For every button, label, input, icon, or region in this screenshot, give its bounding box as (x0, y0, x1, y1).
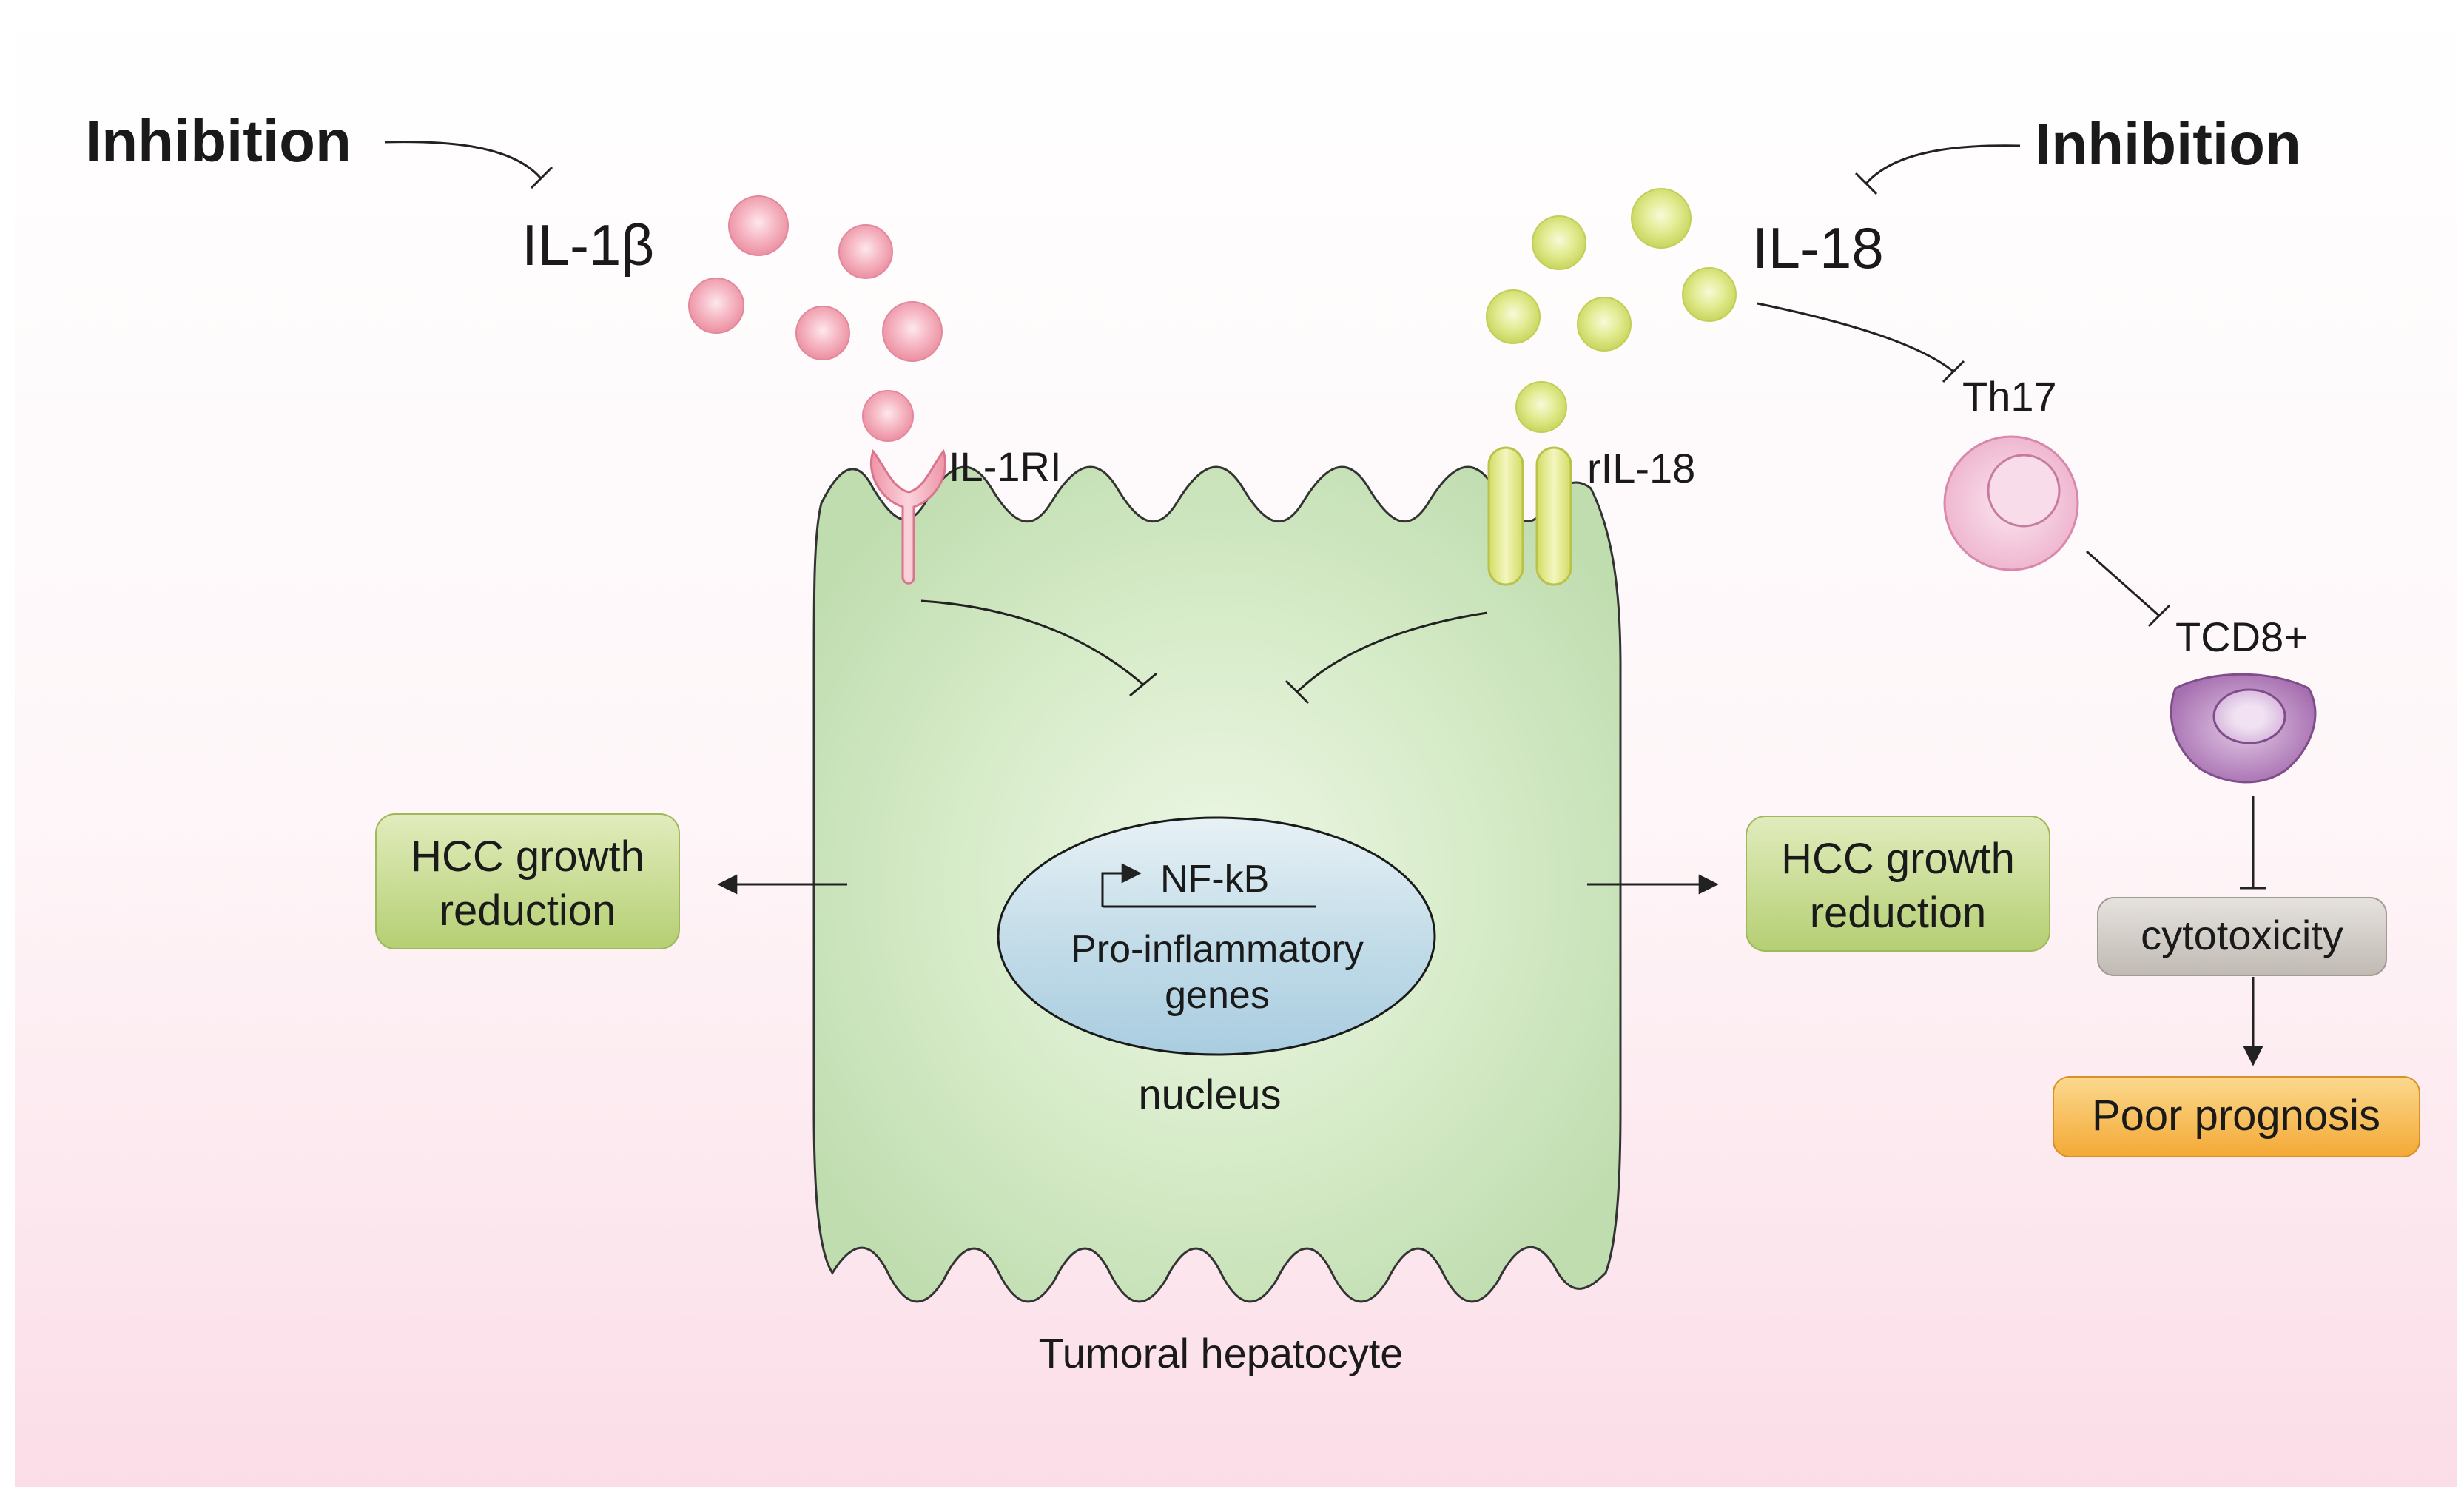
il1b-particle (838, 224, 893, 279)
il18-particle (1486, 289, 1541, 344)
il1b-particle (688, 278, 744, 334)
poor-prognosis-box (2053, 1076, 2420, 1157)
nfkb-label: NF-kB (1160, 858, 1269, 901)
cytotoxicity-label: cytotoxicity (2141, 912, 2343, 958)
hcc-growth-box-left (375, 813, 680, 949)
il1b-label: IL-1β (522, 212, 654, 278)
il18-particle (1515, 381, 1567, 433)
cytotoxicity-box (2097, 897, 2387, 976)
tcd8-cell (2170, 673, 2317, 784)
il1ri-receptor (869, 449, 947, 585)
il1ri-label: IL-1RI (949, 443, 1062, 490)
ril18-receptor (1487, 446, 1572, 586)
il1b-particle (728, 195, 789, 256)
il1b-particle (882, 301, 943, 362)
il18-particle (1682, 267, 1737, 322)
il1b-particles (688, 195, 943, 442)
transcription-arrow-icon (1101, 863, 1142, 907)
genes-line2: genes (1165, 974, 1270, 1017)
hcc-right-line2: reduction (1810, 889, 1987, 937)
il18-particles (1486, 188, 1737, 433)
inhibition-connectors (384, 141, 2266, 890)
arrows (717, 874, 2263, 1066)
th17-label: Th17 (1962, 373, 2057, 420)
tumoral-hepatocyte-label: Tumoral hepatocyte (1039, 1330, 1404, 1376)
th17-cell (1943, 435, 2079, 571)
il1b-particle (862, 390, 914, 442)
ril18-label: rIL-18 (1587, 445, 1695, 491)
il18-particle (1577, 297, 1632, 352)
tcd8-label: TCD8+ (2175, 614, 2308, 660)
hcc-growth-box-right (1746, 816, 2050, 952)
hcc-left-line2: reduction (440, 887, 616, 935)
il18-particle (1532, 215, 1586, 270)
poor-prognosis-label: Poor prognosis (2092, 1092, 2380, 1140)
inhibition-label-left: Inhibition (85, 108, 351, 174)
il18-label: IL-18 (1752, 215, 1884, 280)
il1b-particle (795, 306, 850, 360)
genes-line1: Pro-inflammatory (1071, 928, 1364, 971)
inhibition-label-right: Inhibition (2035, 111, 2301, 177)
hcc-right-line1: HCC growth (1781, 835, 2015, 883)
hcc-left-line1: HCC growth (411, 833, 644, 881)
nucleus-label: nucleus (1138, 1071, 1281, 1117)
il18-particle (1631, 188, 1692, 249)
nucleus (997, 816, 1436, 1056)
